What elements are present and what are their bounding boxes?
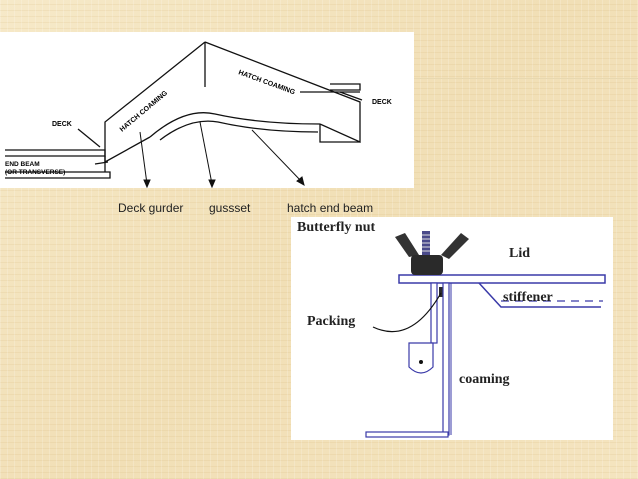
hinge-pin [419,360,423,364]
label-end-beam: END BEAM [5,161,40,168]
decorative-line [414,78,638,79]
packing-leader [372,292,442,333]
deck-gurder-arrow [139,131,148,185]
end-beam-pointer [94,161,109,165]
deck-right-pointer [339,91,363,101]
deck-plate-left [5,149,106,157]
caption-gussset: gussset [209,201,251,215]
gusset-arrow [199,121,213,185]
deck-gurder-arrowhead [143,179,151,189]
coaming-right-wing [204,41,361,144]
stud-threads [422,234,430,252]
label-coaming: coaming [459,372,510,387]
gusset-curve-lower [159,120,319,141]
hinge-lug [408,342,434,374]
deck-flange-right [330,83,361,91]
stiffener-profile [478,282,601,308]
butterfly-wing-right [441,233,469,259]
caption-hatch-end-beam: hatch end beam [287,201,374,215]
label-lid: Lid [509,246,530,261]
lid-plate [398,274,606,284]
hatch-coaming-diagram-panel: HATCH COAMING HATCH COAMING DECK DECK EN… [0,32,414,189]
gusset-curve [149,112,321,138]
lid-closure-diagram-panel: Butterfly nut Lid stiffener Packing coam… [291,217,613,440]
label-packing: Packing [307,314,355,329]
deck-left-pointer [77,128,101,148]
butterfly-wing-left [395,233,419,257]
hatch-end-beam-arrowhead [296,176,305,187]
label-deck-left: DECK [52,121,72,128]
hatch-end-beam-web [319,124,360,143]
caption-deck-gurder: Deck gurder [118,201,184,215]
hatch-coaming-diagram: HATCH COAMING HATCH COAMING DECK DECK EN… [5,41,392,189]
coaming-left-wing [104,41,206,164]
hatch-end-beam-arrow [251,129,303,183]
lid-closure-diagram: Butterfly nut Lid stiffener Packing coam… [297,220,606,438]
gusset-arrowhead [208,179,216,189]
butterfly-nut-body [411,255,443,275]
bolt-shank [430,282,438,344]
coaming-plate [442,282,450,436]
label-deck-right: DECK [372,99,392,106]
label-hatch-coaming-side: HATCH COAMING [119,89,170,133]
label-end-beam-transverse: (OR TRANSVERSE) [5,169,65,176]
label-stiffener: stiffener [503,290,553,305]
label-butterfly-nut: Butterfly nut [297,220,376,235]
end-beam-flange [5,171,111,179]
coaming-bottom-flange [365,431,449,438]
